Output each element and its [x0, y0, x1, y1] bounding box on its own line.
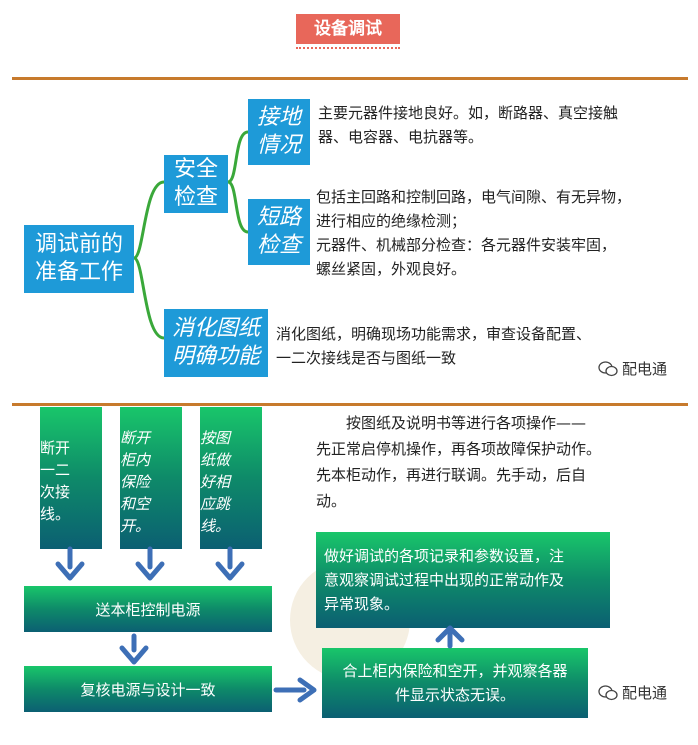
prep-root-line: 准备工作 — [34, 260, 123, 285]
short-circuit-desc-line: 元器件、机械部分检查：各元器件安装牢固， — [316, 236, 617, 254]
step-line: 做好调试的各项记录和参数设置，注 — [324, 547, 565, 565]
operation-instructions: 按图纸及说明书等进行各项操作—— 先正常启停机操作，再各项故障保护动作。 先本柜… — [316, 410, 688, 514]
step-label: 送本柜控制电源 — [95, 600, 201, 619]
wechat-icon — [598, 360, 618, 376]
drawings-line: 明确功能 — [171, 344, 260, 369]
short-circuit-desc-line: 螺丝紧固，外观良好。 — [316, 260, 467, 278]
arrow-down — [55, 546, 85, 581]
arrow-right — [273, 677, 317, 703]
arrow-down — [119, 633, 149, 665]
short-circuit-desc-line: 包括主回路和控制回路，电气间隙、有无异物， — [316, 188, 632, 206]
step-line: 好相 — [200, 473, 231, 491]
grounding-desc-line: 器、电容器、电抗器等。 — [318, 128, 484, 146]
step-line: 柜内 — [120, 451, 151, 469]
instruction-line: 按图纸及说明书等进行各项操作—— — [346, 414, 587, 432]
tree-connectors — [133, 130, 249, 340]
divider-top — [12, 77, 688, 80]
step-line: 次接 — [40, 483, 71, 501]
step-line: 按图 — [200, 429, 231, 447]
step-line: 线。 — [200, 517, 231, 535]
step-line: 应跳 — [200, 495, 231, 513]
instruction-line: 先本柜动作，再进行联调。先手动，后自 — [316, 466, 587, 484]
short-circuit-desc: 包括主回路和控制回路，电气间隙、有无异物， 进行相应的绝缘检测； 元器件、机械部… — [316, 185, 692, 281]
arrow-down — [135, 546, 165, 581]
step-line: 件显示状态无误。 — [394, 686, 515, 704]
watermark-label: 配电通 — [622, 684, 668, 702]
wechat-icon — [598, 684, 618, 700]
drawings-box: 消化图纸 明确功能 — [164, 309, 268, 377]
step-line: 和空 — [120, 495, 151, 513]
short-circuit-line: 短路 — [256, 205, 301, 230]
arrow-up — [435, 625, 465, 649]
safety-check-box: 安全 检查 — [164, 155, 228, 213]
step-line: 纸做 — [200, 451, 231, 469]
step-line: 异常现象。 — [324, 595, 400, 613]
section-title: 设备调试 — [296, 14, 400, 44]
safety-line: 安全 — [173, 157, 218, 182]
drawings-desc-line: 消化图纸，明确现场功能需求，审查设备配置、 — [276, 325, 592, 343]
instruction-line: 动。 — [316, 492, 347, 510]
safety-line: 检查 — [173, 185, 218, 210]
step-line: 一二 — [40, 461, 71, 479]
short-circuit-box: 短路 检查 — [248, 199, 310, 265]
step-verify-power: 复核电源与设计一致 — [24, 666, 272, 712]
prep-root-box: 调试前的 准备工作 — [24, 225, 134, 293]
drawings-desc-line: 一二次接线是否与图纸一致 — [276, 349, 457, 367]
watermark-label: 配电通 — [622, 360, 668, 378]
prep-root-line: 调试前的 — [34, 232, 123, 257]
step-power-on: 送本柜控制电源 — [24, 586, 272, 632]
grounding-box: 接地 情况 — [248, 99, 310, 165]
watermark: 配电通 — [598, 682, 667, 703]
step-line: 保险 — [120, 473, 151, 491]
watermark: 配电通 — [598, 358, 667, 379]
grounding-desc: 主要元器件接地良好。如，断路器、真空接触 器、电容器、电抗器等。 — [318, 101, 688, 149]
instruction-line: 先正常启停机操作，再各项故障保护动作。 — [316, 440, 602, 458]
step-record: 做好调试的各项记录和参数设置，注 意观察调试过程中出现的正常动作及 异常现象。 — [316, 532, 610, 628]
step-label: 复核电源与设计一致 — [80, 680, 216, 699]
grounding-line: 接地 — [256, 105, 301, 130]
step-disconnect-wiring: 断开 一二 次接 线。 — [40, 407, 102, 549]
step-line: 断开 — [120, 429, 151, 447]
grounding-desc-line: 主要元器件接地良好。如，断路器、真空接触 — [318, 104, 619, 122]
short-circuit-desc-line: 进行相应的绝缘检测； — [316, 212, 467, 230]
step-line: 意观察调试过程中出现的正常动作及 — [324, 571, 565, 589]
step-line: 开。 — [120, 517, 151, 535]
step-disconnect-breakers: 断开 柜内 保险 和空 开。 — [120, 407, 182, 549]
short-circuit-line: 检查 — [256, 233, 301, 258]
step-jumpers: 按图 纸做 好相 应跳 线。 — [200, 407, 262, 549]
grounding-line: 情况 — [256, 133, 301, 158]
arrow-down — [215, 546, 245, 581]
step-line: 线。 — [40, 505, 71, 523]
title-underline — [296, 47, 400, 49]
step-line: 合上柜内保险和空开，并观察各器 — [342, 662, 568, 680]
step-line: 断开 — [40, 439, 71, 457]
step-close-breakers: 合上柜内保险和空开，并观察各器 件显示状态无误。 — [322, 648, 588, 718]
divider-middle — [12, 403, 688, 406]
drawings-desc: 消化图纸，明确现场功能需求，审查设备配置、 一二次接线是否与图纸一致 — [276, 322, 666, 370]
drawings-line: 消化图纸 — [171, 316, 260, 341]
